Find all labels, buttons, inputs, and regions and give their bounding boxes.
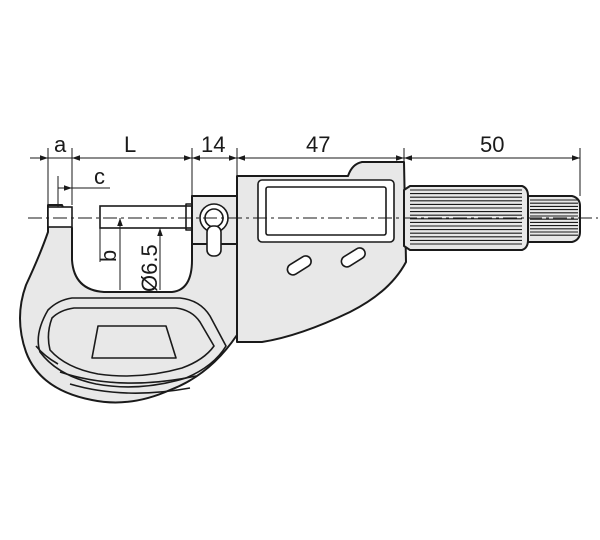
thimble-knurling bbox=[410, 189, 522, 245]
label-L: L bbox=[124, 132, 136, 157]
label-14: 14 bbox=[201, 132, 225, 157]
label-a: a bbox=[54, 132, 67, 157]
button-origin bbox=[286, 255, 312, 276]
label-b: b bbox=[96, 250, 121, 262]
label-diameter: Ø6.5 bbox=[137, 244, 162, 292]
anvil bbox=[47, 206, 73, 228]
label-c: c bbox=[94, 164, 105, 189]
lcd-window bbox=[257, 179, 395, 243]
button-on-off bbox=[340, 247, 366, 268]
ratchet-knurling bbox=[530, 199, 578, 236]
insulation-plate bbox=[91, 325, 177, 359]
label-50: 50 bbox=[480, 132, 504, 157]
label-47: 47 bbox=[306, 132, 330, 157]
spindle bbox=[99, 205, 193, 229]
frame bbox=[19, 195, 238, 404]
